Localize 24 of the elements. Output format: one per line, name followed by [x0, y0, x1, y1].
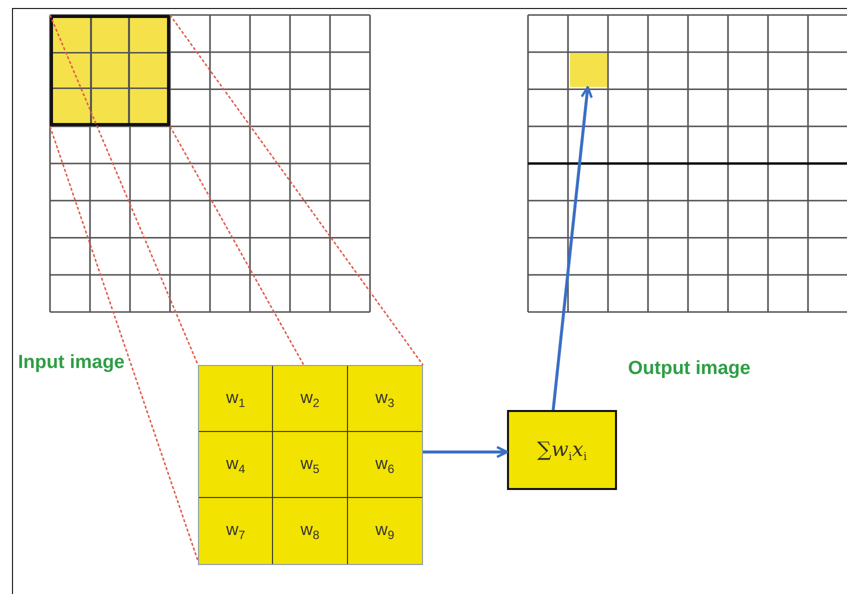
kernel-weight: w$_{7}$ [226, 520, 246, 542]
kernel-weight: w$_{3}$ [375, 388, 394, 410]
kernel-weight: w$_{9}$ [375, 520, 394, 542]
pixel-grid [50, 15, 370, 312]
image-label: Input image [18, 352, 125, 374]
projection-line [169, 14, 424, 366]
weighted-sum-formula: ∑w$_{i}$x$_{i}$ [537, 437, 587, 463]
highlighted-region [50, 15, 170, 126]
projection-line [49, 126, 199, 562]
arrow [552, 86, 593, 410]
kernel-weight: w$_{6}$ [375, 454, 394, 476]
image-label: Output image [628, 358, 750, 380]
arrow [423, 446, 508, 458]
output-pixel [570, 53, 607, 88]
kernel-weight: w$_{8}$ [300, 520, 320, 542]
kernel-weight: w$_{2}$ [300, 388, 320, 410]
kernel-weight: w$_{1}$ [226, 388, 246, 410]
projection-line [49, 14, 199, 366]
pixel-grid [528, 15, 847, 312]
kernel-weight: w$_{5}$ [300, 454, 320, 476]
projection-line [169, 126, 304, 366]
filter-kernel [198, 365, 423, 565]
kernel-weight: w$_{4}$ [226, 454, 246, 476]
sum-box [507, 410, 617, 490]
